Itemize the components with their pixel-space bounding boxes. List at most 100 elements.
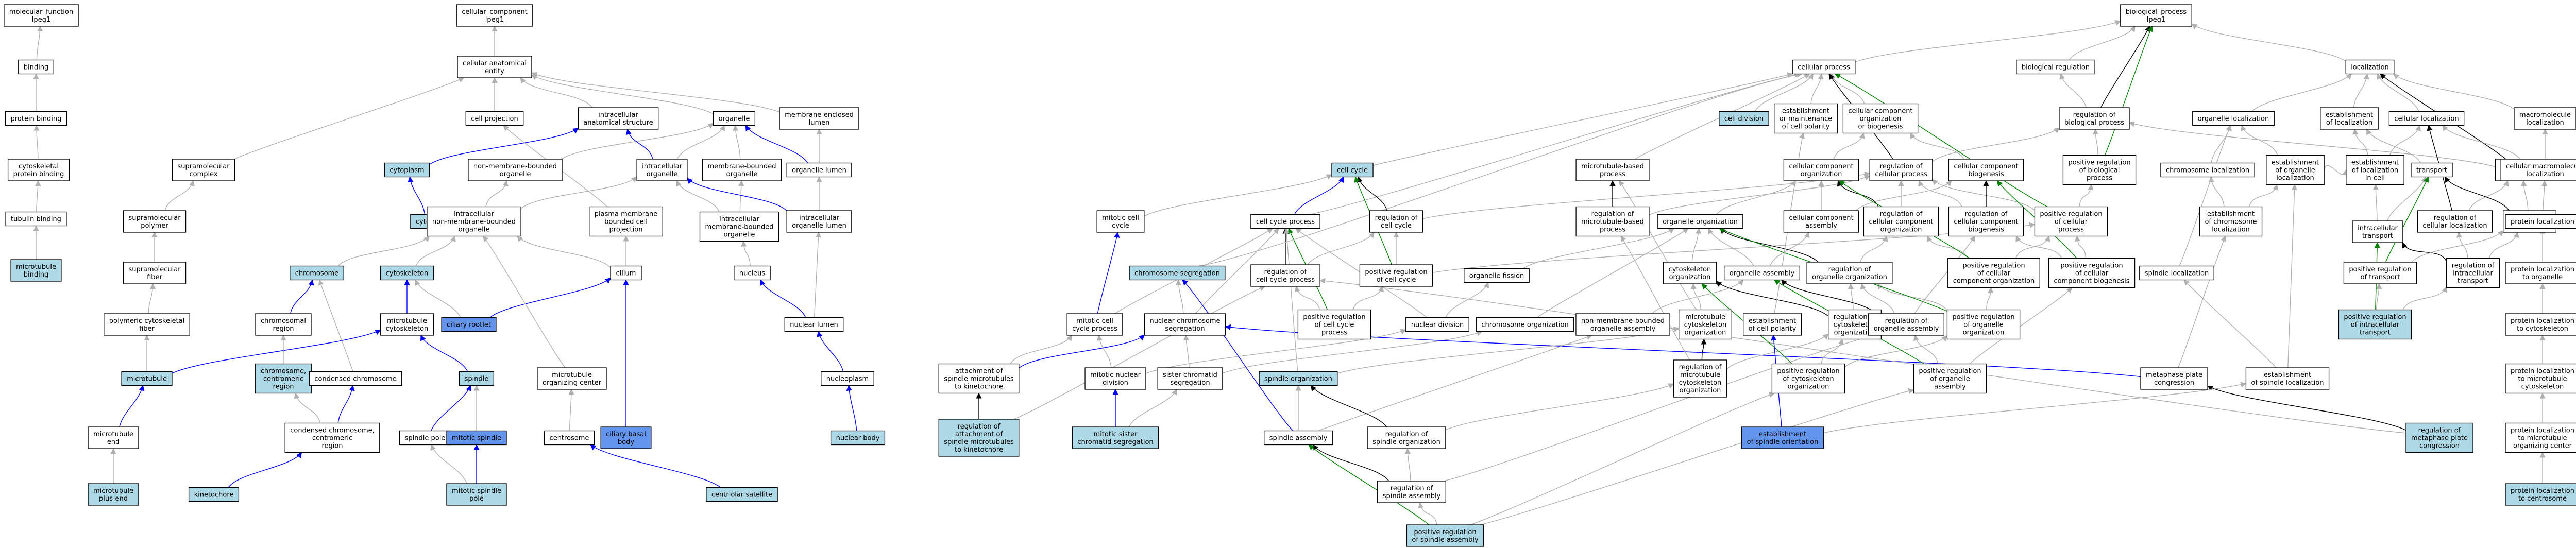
relation-edge-isa (1877, 283, 1947, 311)
go-term-node: condensed chromosome (309, 371, 402, 386)
go-term-label: cilium (616, 270, 636, 278)
relation-edge-isa (2241, 125, 2278, 156)
relation-edge-isa (1307, 232, 1375, 265)
go-term-label: cellular_component (462, 8, 528, 16)
go-term-label: localization (2276, 175, 2314, 182)
relation-edge-isa (1969, 287, 2073, 364)
go-term-label: establishment (2351, 159, 2399, 167)
go-term-label: regulation of (1591, 211, 1634, 218)
go-term-box (1575, 206, 1650, 237)
relation-arrow (1833, 132, 1865, 160)
go-term-label: cytoskeleton (1679, 379, 1722, 387)
relation-edge-isa (2386, 176, 2427, 221)
go-term-label: transport (2416, 167, 2447, 175)
relation-edge-isa (1910, 132, 1964, 160)
go-term-label: attachment of (955, 368, 1003, 375)
relation-edge-isa (2191, 24, 2346, 62)
go-term-box (2266, 155, 2325, 185)
go-term-label: cell cycle process (1256, 276, 1315, 284)
relation-edge-isa (732, 125, 741, 160)
go-term-label: metaphase plate (2146, 371, 2202, 379)
go-term-label: cellular component (1789, 214, 1853, 222)
relation-arrow (1308, 444, 1429, 525)
go-term-label: cellular anatomical (463, 60, 527, 67)
go-term-node: nuclear body (830, 430, 886, 446)
go-term-label: supramolecular (177, 163, 230, 170)
go-term-node: cytoskeleton (380, 265, 434, 281)
go-term-label: regulation of (1880, 211, 1923, 218)
relation-edge-partof (1019, 334, 1145, 369)
go-term-label: organelle lumen (792, 167, 846, 175)
relation-edge-posreg (2104, 25, 2153, 156)
relation-arrow (1932, 127, 2060, 162)
relation-arrow (2541, 180, 2548, 215)
relation-edge-isa (517, 235, 611, 268)
go-term-label: binding (24, 271, 48, 279)
go-term-box (589, 206, 663, 237)
go-term-label: body (618, 438, 634, 446)
relation-edge-regulates (2445, 176, 2510, 211)
go-term-label: segregation (1165, 325, 1205, 333)
go-term-label: of organelle (2275, 167, 2315, 175)
relation-edge-isa (1652, 279, 1744, 314)
go-term-box (706, 487, 778, 502)
go-term-label: organelle (647, 170, 678, 178)
relation-arrow (1781, 279, 1876, 314)
go-term-label: cytoplasm (389, 167, 424, 175)
go-term-label: nucleoplasm (826, 375, 869, 383)
relation-edge-isa (2541, 180, 2548, 215)
relation-arrow (415, 279, 461, 318)
relation-arrow (732, 125, 741, 160)
relation-arrow (1418, 502, 1437, 525)
relation-arrow (1726, 333, 1829, 370)
go-term-label: metaphase plate (2411, 435, 2468, 442)
go-term-box (446, 483, 507, 506)
go-term-node: protein localization (2505, 214, 2576, 229)
go-term-box (2345, 59, 2395, 75)
relation-edge-isa (2402, 286, 2447, 310)
relation-edge-isa (1860, 235, 1888, 263)
relation-edge-isa (2366, 129, 2421, 163)
go-term-label: plasma membrane (595, 211, 658, 218)
relation-arrow (1910, 132, 1964, 160)
relation-edge-isa (164, 180, 195, 211)
relation-arrow (517, 235, 611, 268)
go-term-label: microtubule (1680, 371, 1720, 379)
relation-arrow (561, 123, 714, 160)
go-term-label: biological regulation (2022, 64, 2090, 72)
relation-edge-isa (2287, 184, 2297, 368)
go-term-label: lpeg1 (32, 16, 50, 24)
go-term-box (2139, 265, 2214, 281)
relation-arrow (2352, 128, 2368, 156)
relation-arrow (741, 241, 751, 266)
go-term-label: cytoskeleton (386, 325, 429, 333)
relation-arrow (164, 180, 195, 211)
go-term-node: regulation ofmicrotubulecytoskeletonorga… (1673, 359, 1727, 398)
go-term-box (2034, 206, 2108, 237)
relation-arrow (2104, 25, 2153, 156)
relation-arrow (1720, 228, 1819, 263)
go-term-box (1250, 264, 1320, 287)
go-term-box (2514, 107, 2576, 130)
relation-arrow (1195, 228, 1279, 314)
relation-arrow (1820, 338, 1844, 364)
go-term-box (1663, 262, 1717, 284)
relation-arrow (36, 25, 43, 60)
relation-edge-isa (2179, 125, 2231, 266)
go-term-node: organelle fission (1464, 268, 1530, 283)
go-term-box (784, 317, 844, 332)
go-term-label: organelle (719, 115, 750, 123)
relation-edge-isa (2411, 230, 2504, 263)
